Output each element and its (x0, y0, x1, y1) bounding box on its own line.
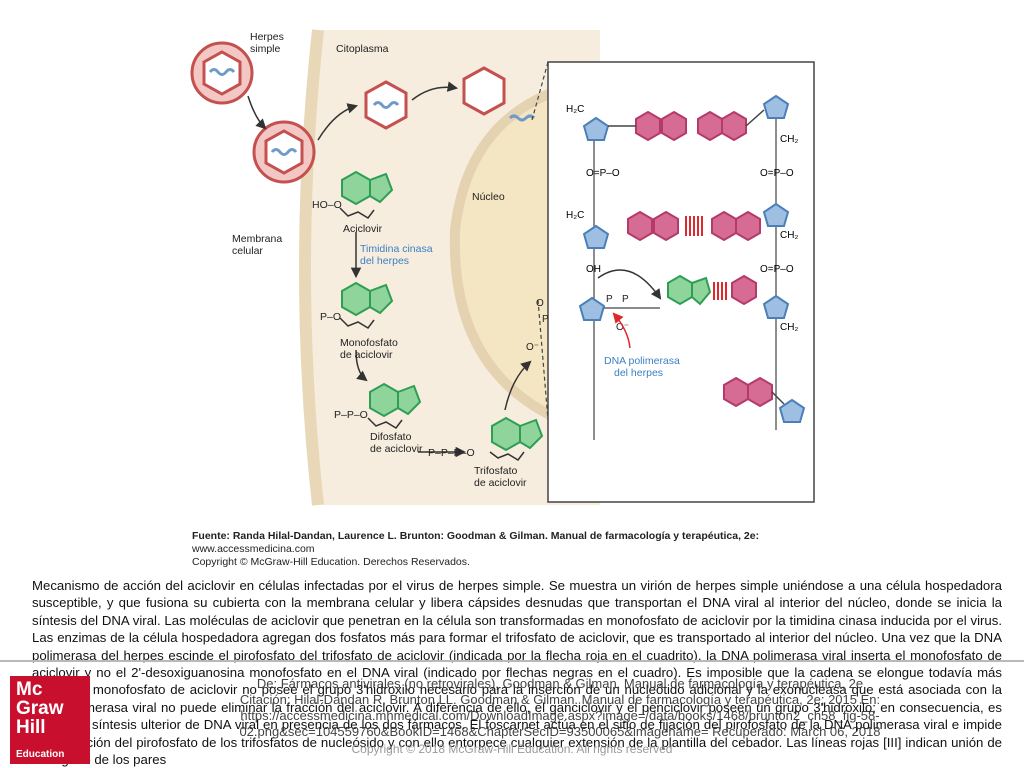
figure-caption: Mecanismo de acción del aciclovir en cél… (32, 578, 1002, 768)
logo-line-1: Mc (16, 679, 43, 700)
arrow-capsid-1 (317, 103, 359, 141)
inset-p-label-1: P (606, 294, 613, 305)
viral-dna-entering (508, 114, 536, 122)
source-line-1: Fuente: Randa Hilal-Dandan, Laurence L. … (192, 530, 760, 542)
phosphate-backbone-label-left: O=P–O (586, 168, 620, 179)
black-arrow-oh-attack (597, 269, 662, 300)
thymidine-kinase-label-1: Timidina cinasa (360, 243, 433, 255)
membrane-label-1: Membrana (232, 233, 282, 245)
source-line-2: www.accessmedicina.com (192, 543, 315, 555)
dna-polymerase-label-1: DNA polimerasa (604, 355, 680, 367)
triphosphate-label-2: de aciclovir (474, 477, 527, 489)
base-pair-2 (627, 210, 761, 242)
citation-line-1: De: Fármacos antivirales (no retrovirale… (256, 676, 864, 691)
base-pair-4 (723, 376, 785, 408)
logo-line-2: Graw (16, 698, 64, 719)
triphosphate-label-1: Trifosfato (474, 465, 518, 477)
naked-capsid-1 (364, 80, 408, 130)
acyclovir-molecule (339, 170, 394, 219)
monophosphate-p-o-label: P–O (320, 311, 341, 323)
hydrogen-bonds-3 (713, 282, 727, 300)
template-strand: CH₂ CH₂ CH₂ O=P–O O=P–O (760, 94, 806, 430)
phosphate-backbone-label-right-1: O=P–O (760, 168, 794, 179)
phosphate-backbone-label-right-2: O=P–O (760, 264, 794, 275)
diphosphate-label-2: de aciclovir (370, 443, 423, 455)
arrow-into-nucleus (504, 360, 532, 411)
base-pair-3-incoming-acyclovir (667, 274, 757, 306)
citation-line-3[interactable]: https://accessmedicina.mhmedical.com/Dow… (240, 708, 880, 723)
h2c-label-2: H₂C (566, 210, 584, 221)
mcgraw-hill-logo: Mc Graw Hill Education (10, 676, 90, 764)
arrow-capsid-2 (411, 81, 459, 101)
hydrogen-bonds-2 (685, 216, 703, 236)
inset-p-label-2: P (622, 294, 629, 305)
triphosphate-pppo-label: P–P–P–O (428, 447, 475, 459)
logo-line-3: Hill (16, 717, 46, 738)
monophosphate-label-1: Monofosfato (340, 337, 398, 349)
base-pair-1 (608, 109, 765, 142)
naked-capsid-2 (462, 66, 506, 116)
arrow-to-diphosphate (355, 349, 368, 382)
monophosphate-label-2: de aciclovir (340, 349, 393, 361)
herpes-virion-fusing (252, 120, 316, 184)
acyclovir-triphosphate-molecule (489, 416, 544, 461)
h2c-label-1: H₂C (566, 104, 584, 115)
diphosphate-label-1: Difosfato (370, 431, 412, 443)
citation-line-4[interactable]: 02.png&sec=104559760&BookID=1468&Chapter… (239, 724, 881, 739)
logo-line-4: Education (16, 749, 65, 760)
pyrophosphate-group: O P O⁻ (526, 298, 549, 353)
phosphate-o-label: O (536, 298, 544, 309)
cell-membrane (299, 29, 324, 506)
nucleus-label: Núcleo (472, 191, 505, 203)
oh-label: OH (586, 264, 601, 275)
herpes-label-1: Herpes (250, 31, 284, 43)
dashed-zoom-line-bottom (537, 299, 549, 421)
footer-divider (0, 660, 1024, 662)
diagram-canvas: O P O⁻ H₂C H₂C OH O=P–O CH₂ CH₂ CH₂ O=P–… (190, 29, 815, 506)
source-line-3: Copyright © McGraw-Hill Education. Derec… (192, 556, 470, 568)
citation-block: De: Fármacos antivirales (no retrovirale… (100, 676, 1020, 740)
acyclovir-mechanism-figure: O P O⁻ H₂C H₂C OH O=P–O CH₂ CH₂ CH₂ O=P–… (190, 29, 815, 506)
red-arrow-pyrophosphate-cleavage (612, 312, 631, 349)
citation-line-2: Citación: Hilal-Dandan R, Brunton LL. Go… (239, 692, 881, 707)
primer-strand: H₂C H₂C OH O=P–O (566, 104, 620, 440)
ch2-label-1: CH₂ (780, 134, 798, 145)
ho-o-label: HO–O (312, 199, 342, 211)
ch2-label-3: CH₂ (780, 322, 798, 333)
phosphate-p-label: P (542, 314, 549, 325)
dna-polymerase-label-2: del herpes (614, 367, 663, 379)
dashed-zoom-line-top (531, 61, 549, 121)
acyclovir-label: Aciclovir (343, 223, 383, 235)
acyclovir-monophosphate-molecule (339, 281, 394, 329)
thymidine-kinase-label-2: del herpes (360, 255, 409, 267)
diphosphate-ppo-label: P–P–O (334, 409, 368, 421)
copyright-notice: Copyright © 2018 McGraw-Hill Education. … (351, 742, 673, 756)
membrane-label-2: celular (232, 245, 263, 257)
cytoplasm-label: Citoplasma (336, 43, 389, 55)
herpes-virion-outside (190, 41, 254, 105)
phosphate-ominus-label: O⁻ (526, 342, 539, 353)
slide-footer (0, 660, 1024, 768)
arrow-virion-to-membrane (247, 95, 267, 130)
incoming-triphosphate: P P O⁻ (604, 294, 660, 333)
ch2-label-2: CH₂ (780, 230, 798, 241)
acyclovir-diphosphate-molecule (367, 382, 422, 429)
figure-source: Fuente: Randa Hilal-Dandan, Laurence L. … (192, 530, 1012, 569)
herpes-label-2: simple (250, 43, 281, 55)
inset-ominus-label: O⁻ (616, 322, 629, 333)
